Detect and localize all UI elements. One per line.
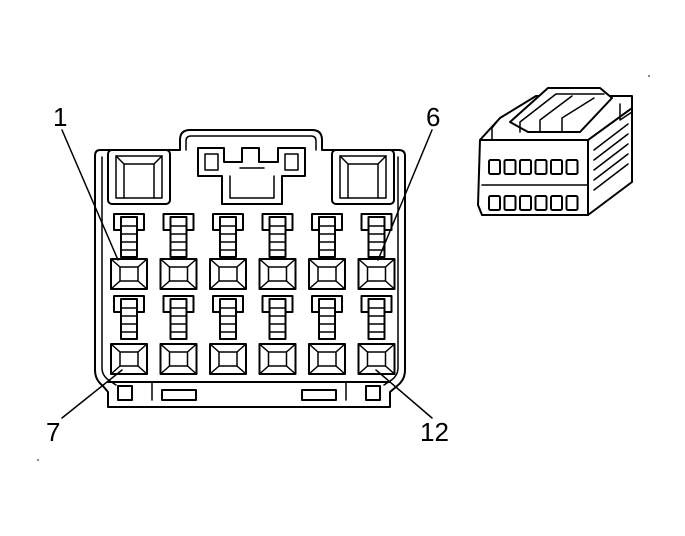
latch-block <box>197 147 306 205</box>
pin-cavity-6 <box>357 213 396 290</box>
pin-cavity-2 <box>159 213 198 290</box>
iso-cavity-9 <box>519 195 532 211</box>
pin-cavity-12 <box>357 295 396 375</box>
connector-face-view: 1 6 7 12 <box>46 102 449 447</box>
pin-cavity-9 <box>209 295 247 375</box>
isometric-pin-cavities <box>488 159 579 211</box>
pin-label-1: 1 <box>53 102 67 132</box>
pin-cavity-10 <box>258 295 297 375</box>
pin-cavity-7 <box>110 295 148 375</box>
pin-label-12: 12 <box>420 417 449 447</box>
pin-cavity-1 <box>110 213 148 290</box>
connector-housing-outline <box>94 129 406 408</box>
connector-isometric-view <box>477 87 633 216</box>
pin-label-6: 6 <box>426 102 440 132</box>
leader-line-pin-6 <box>377 129 433 261</box>
iso-cavity-3 <box>519 159 532 175</box>
iso-cavity-6 <box>565 159 579 175</box>
leader-line-pin-1 <box>61 129 119 261</box>
right-guide-window <box>331 149 395 205</box>
pin-cavity-3 <box>209 213 247 290</box>
iso-cavity-5 <box>550 159 563 175</box>
pin-cavities <box>110 213 396 375</box>
iso-cavity-12 <box>565 195 579 211</box>
iso-cavity-1 <box>488 159 501 175</box>
iso-cavity-4 <box>534 159 548 175</box>
left-guide-window <box>107 149 171 205</box>
pin-cavity-8 <box>159 295 198 375</box>
leader-line-pin-12 <box>375 369 433 419</box>
iso-cavity-2 <box>503 159 517 175</box>
pin-cavity-4 <box>258 213 297 290</box>
pin-label-7: 7 <box>46 417 60 447</box>
iso-cavity-11 <box>550 195 563 211</box>
connector-housing-inner <box>101 135 399 386</box>
iso-cavity-8 <box>503 195 517 211</box>
iso-cavity-10 <box>534 195 548 211</box>
base-slots <box>107 381 391 401</box>
pin-cavity-5 <box>308 213 346 290</box>
leader-line-pin-7 <box>61 369 123 419</box>
iso-cavity-7 <box>488 195 501 211</box>
pin-cavity-11 <box>308 295 346 375</box>
